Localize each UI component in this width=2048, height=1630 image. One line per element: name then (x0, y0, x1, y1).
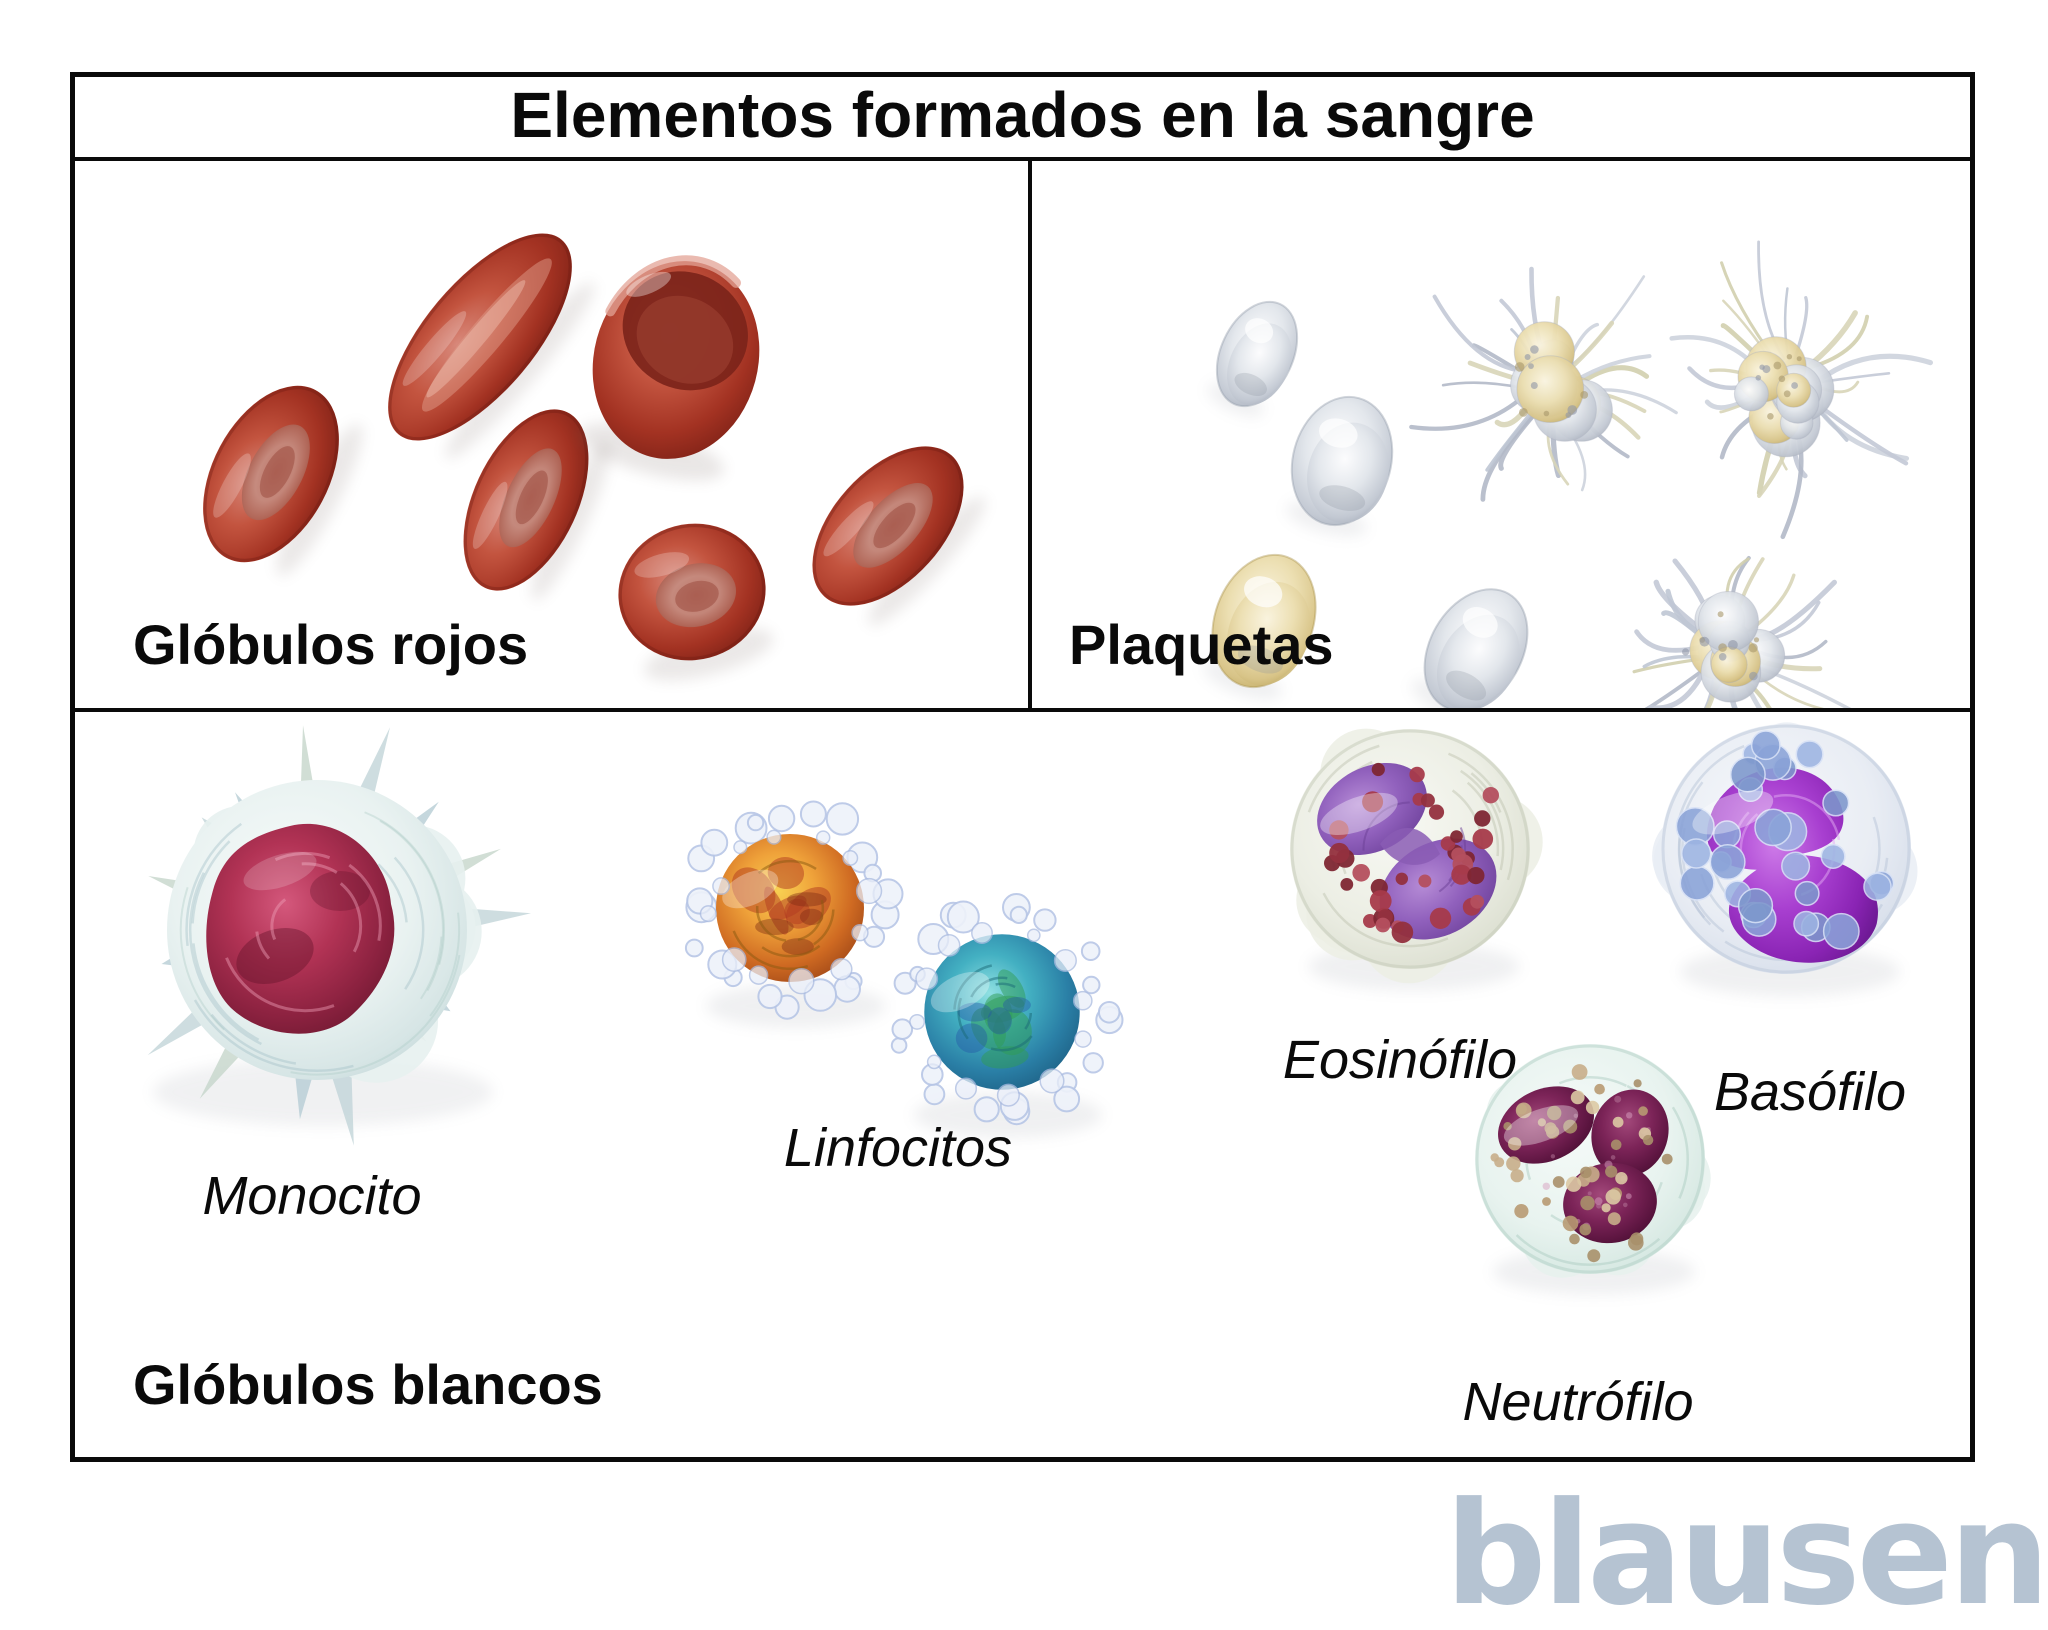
label-lymphocytes: Linfocitos (783, 1118, 1013, 1178)
title-divider (72, 157, 1973, 161)
label-monocyte: Monocito (202, 1166, 422, 1226)
label-neutrophil: Neutrófilo (1462, 1372, 1694, 1432)
red-blood-cells-illustration (203, 233, 986, 681)
label-eosinophil: Eosinófilo (1282, 1030, 1518, 1090)
blausen-logo: blausen (1444, 1472, 2048, 1630)
label-basophil: Basófilo (1713, 1062, 1907, 1122)
figure-title: Elementos formados en la sangre (510, 79, 1535, 151)
white-blood-cells-illustration (147, 722, 1918, 1295)
row-divider (72, 708, 1973, 712)
column-divider (1028, 161, 1032, 708)
label-white-blood-cells: Glóbulos blancos (133, 1353, 603, 1416)
label-platelets: Plaquetas (1069, 613, 1334, 676)
platelets-illustration (1203, 240, 1933, 708)
label-red-blood-cells: Glóbulos rojos (133, 613, 529, 676)
